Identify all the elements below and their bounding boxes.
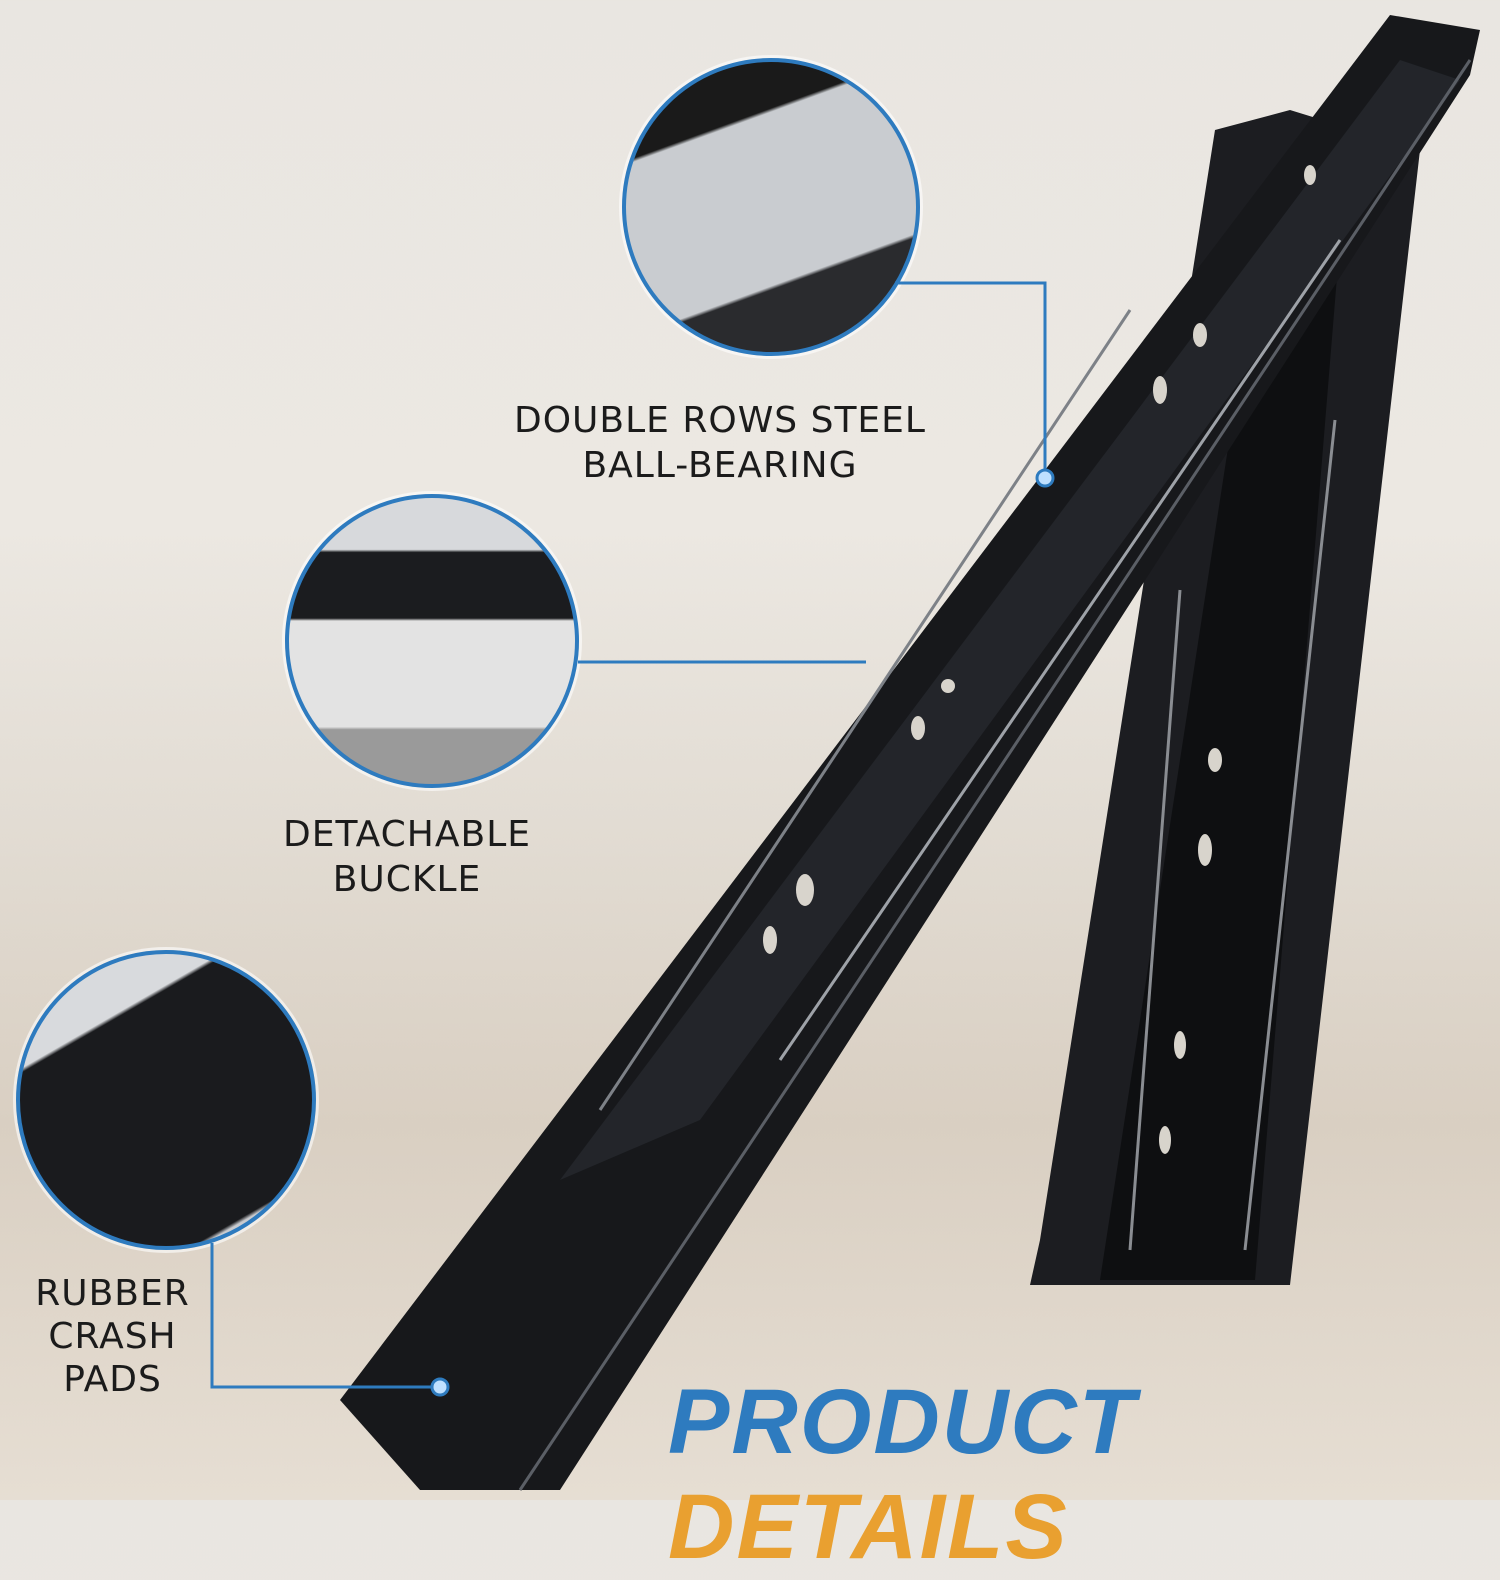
callout-line-ball-bearing bbox=[895, 281, 1047, 478]
feature-label-buckle: DETACHABLE BUCKLE bbox=[272, 812, 542, 902]
detachable-buckle-detail-image bbox=[285, 494, 579, 788]
drawer-slide-rails bbox=[340, 15, 1480, 1491]
feature-label-ball-bearing: DOUBLE ROWS STEEL BALL-BEARING bbox=[505, 398, 935, 488]
label-line: BALL-BEARING bbox=[582, 445, 858, 486]
callout-lines bbox=[210, 281, 1055, 1397]
callout-line-crash-pads bbox=[210, 1243, 440, 1389]
label-line: CRASH bbox=[48, 1316, 177, 1358]
title-word-details: DETAILS bbox=[668, 1476, 1069, 1578]
label-line: PADS bbox=[63, 1359, 162, 1401]
label-line: BUCKLE bbox=[332, 859, 482, 900]
label-line: DOUBLE ROWS STEEL bbox=[514, 400, 926, 441]
callout-dot-ball-bearing bbox=[1035, 468, 1055, 488]
ball-bearing-detail-image bbox=[622, 58, 920, 356]
callout-dot-crash-pads bbox=[430, 1377, 450, 1397]
rubber-crash-pad-detail-image bbox=[16, 950, 316, 1250]
label-line: RUBBER bbox=[35, 1273, 190, 1314]
back-rail bbox=[1030, 110, 1420, 1285]
feature-label-crash-pads: RUBBER CRASH PADS bbox=[20, 1272, 205, 1402]
label-line: DETACHABLE bbox=[283, 814, 531, 855]
page-title: PRODUCT DETAILS bbox=[668, 1370, 1500, 1580]
title-word-product: PRODUCT bbox=[668, 1371, 1137, 1473]
front-rail bbox=[340, 15, 1480, 1491]
